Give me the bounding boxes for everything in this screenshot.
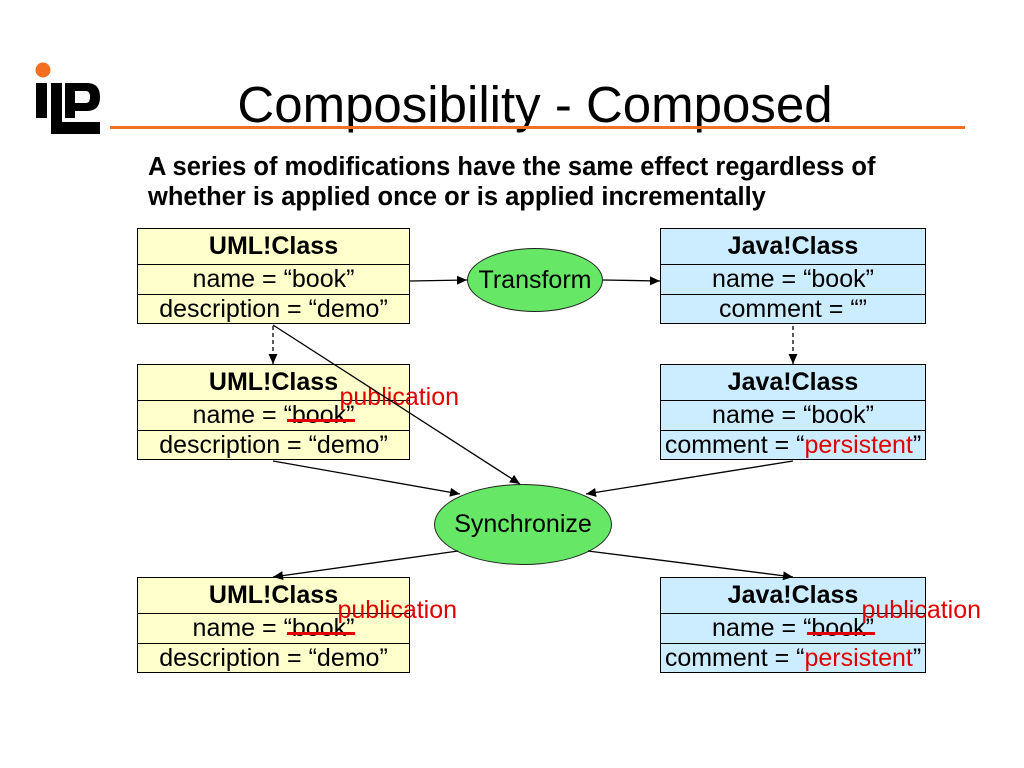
class-header: UML!Class xyxy=(208,232,339,260)
replacement-value: publication xyxy=(337,595,458,624)
subtitle-line: A series of modifications have the same … xyxy=(148,153,876,181)
attribute-suffix: ” xyxy=(865,614,874,642)
attribute-row: description = “demo” xyxy=(138,642,409,673)
attribute-value-new: persistent xyxy=(804,643,913,672)
logo-p-shape xyxy=(65,83,100,118)
transform-process: Transform xyxy=(467,248,603,312)
replacement-value: publication xyxy=(861,595,982,624)
class-header: Java!Class xyxy=(727,581,859,609)
arrow-java-modified-to-synchronize xyxy=(585,460,794,497)
attribute-value-struck: book xyxy=(811,614,866,642)
arrow-uml-modified-to-synchronize xyxy=(272,460,461,497)
attribute-prefix: name = “ xyxy=(192,401,292,429)
attribute-value-new: persistent xyxy=(804,430,913,459)
attribute-prefix: name = “ xyxy=(712,614,812,642)
attribute-value-struck: book xyxy=(291,401,347,429)
attribute-row: comment = “” xyxy=(661,293,925,324)
synchronize-process: Synchronize xyxy=(434,484,612,565)
class-header: Java!Class xyxy=(727,368,859,396)
attribute-suffix: ” xyxy=(912,430,922,459)
uml-class-initial: UML!Class name = “book” description = “d… xyxy=(137,228,410,324)
attribute-row: comment = “persistent” xyxy=(661,429,925,460)
attribute-row: comment = “persistent” xyxy=(661,642,925,673)
title-underline xyxy=(110,126,965,129)
arrow-synchronize-to-uml xyxy=(272,550,459,581)
slide-subtitle: A series of modifications have the same … xyxy=(148,152,968,212)
arrow-synchronize-to-java xyxy=(587,550,794,581)
attribute-row: description = “demo” xyxy=(138,429,409,460)
attribute-row: name = “book” xyxy=(138,264,409,294)
java-class-synchronized: Java!Class name = “book” comment = “pers… xyxy=(660,577,981,673)
uml-class-modified: UML!Class name = “book” description = “d… xyxy=(137,364,459,460)
attribute-suffix: ” xyxy=(912,643,922,672)
class-header: Java!Class xyxy=(727,232,859,260)
attribute-row: name = “book” xyxy=(138,613,409,643)
slide-title: Composibility - Composed xyxy=(237,76,833,133)
process-label: Synchronize xyxy=(454,510,592,538)
attribute-row: name = “book” xyxy=(661,400,925,430)
uml-class-synchronized: UML!Class name = “book” description = “d… xyxy=(137,577,457,673)
attribute-row: name = “book” xyxy=(661,264,925,294)
logo-stem xyxy=(36,83,47,118)
process-label: Transform xyxy=(478,265,592,294)
attribute-suffix: ” xyxy=(346,614,355,642)
arrow-uml-to-transform xyxy=(409,275,468,285)
arrow-transform-to-java xyxy=(602,276,661,286)
attribute-prefix: comment = “ xyxy=(664,643,805,672)
attribute-prefix: name = “ xyxy=(192,614,292,642)
java-class-initial: Java!Class name = “book” comment = “” xyxy=(660,228,926,324)
replacement-value: publication xyxy=(339,382,460,411)
attribute-prefix: comment = “ xyxy=(664,430,805,459)
logo-dot xyxy=(35,62,51,78)
attribute-value-struck: book xyxy=(291,614,347,642)
class-header: UML!Class xyxy=(208,581,339,609)
attribute-row: name = “book” xyxy=(661,613,925,643)
logo xyxy=(35,62,100,134)
subtitle-line: whether is applied once or is applied in… xyxy=(148,183,766,211)
logo-l-shape xyxy=(51,83,100,134)
java-class-modified: Java!Class name = “book” comment = “pers… xyxy=(660,364,926,460)
attribute-row: description = “demo” xyxy=(138,293,409,324)
